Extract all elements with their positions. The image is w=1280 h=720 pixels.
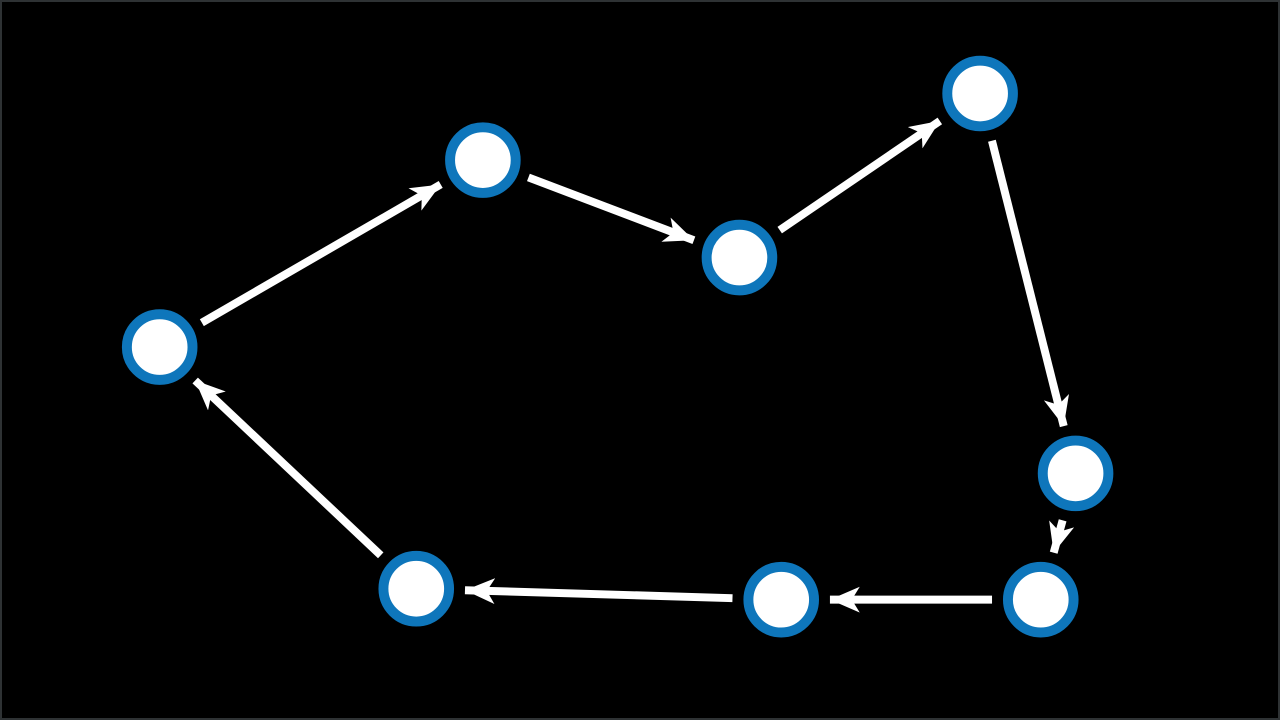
edge-arrow-n2-n3	[527, 173, 696, 244]
edge-arrow-n8-n1	[192, 377, 384, 559]
graph-node-n7	[743, 561, 820, 638]
graph-node-n1	[121, 309, 198, 385]
graph-node-n4	[942, 55, 1018, 132]
edge-arrow-n7-n8	[464, 578, 733, 605]
edge-arrow-n3-n4	[777, 117, 943, 234]
edge-arrow-n5-n6	[1049, 519, 1075, 554]
graph-node-n2	[445, 122, 521, 198]
graph-node-n8	[378, 550, 455, 627]
graph-node-n5	[1037, 435, 1114, 512]
nodes-layer	[121, 55, 1114, 638]
edge-arrow-n4-n5	[988, 139, 1069, 428]
edge-arrow-n1-n2	[199, 181, 443, 327]
graph-node-n3	[701, 219, 778, 296]
edges-layer	[192, 117, 1075, 613]
graph-node-n6	[1002, 561, 1079, 638]
